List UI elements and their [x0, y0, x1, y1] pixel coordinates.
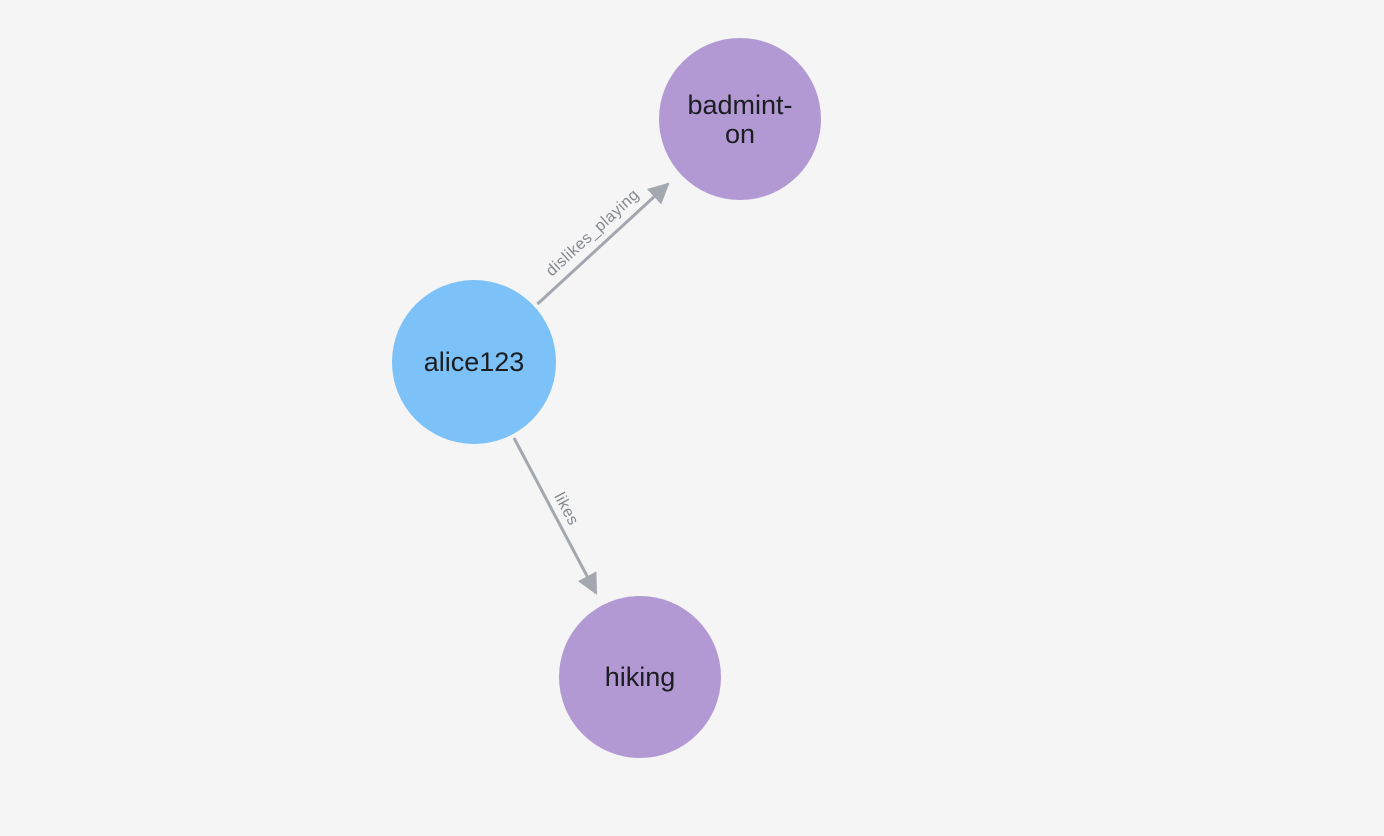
- edge-label-likes: likes: [550, 490, 581, 528]
- node-circle-alice123[interactable]: [392, 280, 556, 444]
- edge-line-likes[interactable]: [512, 437, 598, 595]
- node-hiking: hiking: [559, 596, 721, 758]
- node-circle-badminton[interactable]: [659, 38, 821, 200]
- edge-line-dislikes-playing[interactable]: [536, 182, 670, 306]
- node-alice123: alice123: [392, 280, 556, 444]
- edge-label-dislikes-playing: dislikes_playing: [543, 186, 643, 280]
- edge-dislikes-playing: dislikes_playing: [536, 182, 670, 306]
- node-circle-hiking[interactable]: [559, 596, 721, 758]
- node-badminton: badmint-on: [659, 38, 821, 200]
- edge-likes: likes: [512, 437, 598, 595]
